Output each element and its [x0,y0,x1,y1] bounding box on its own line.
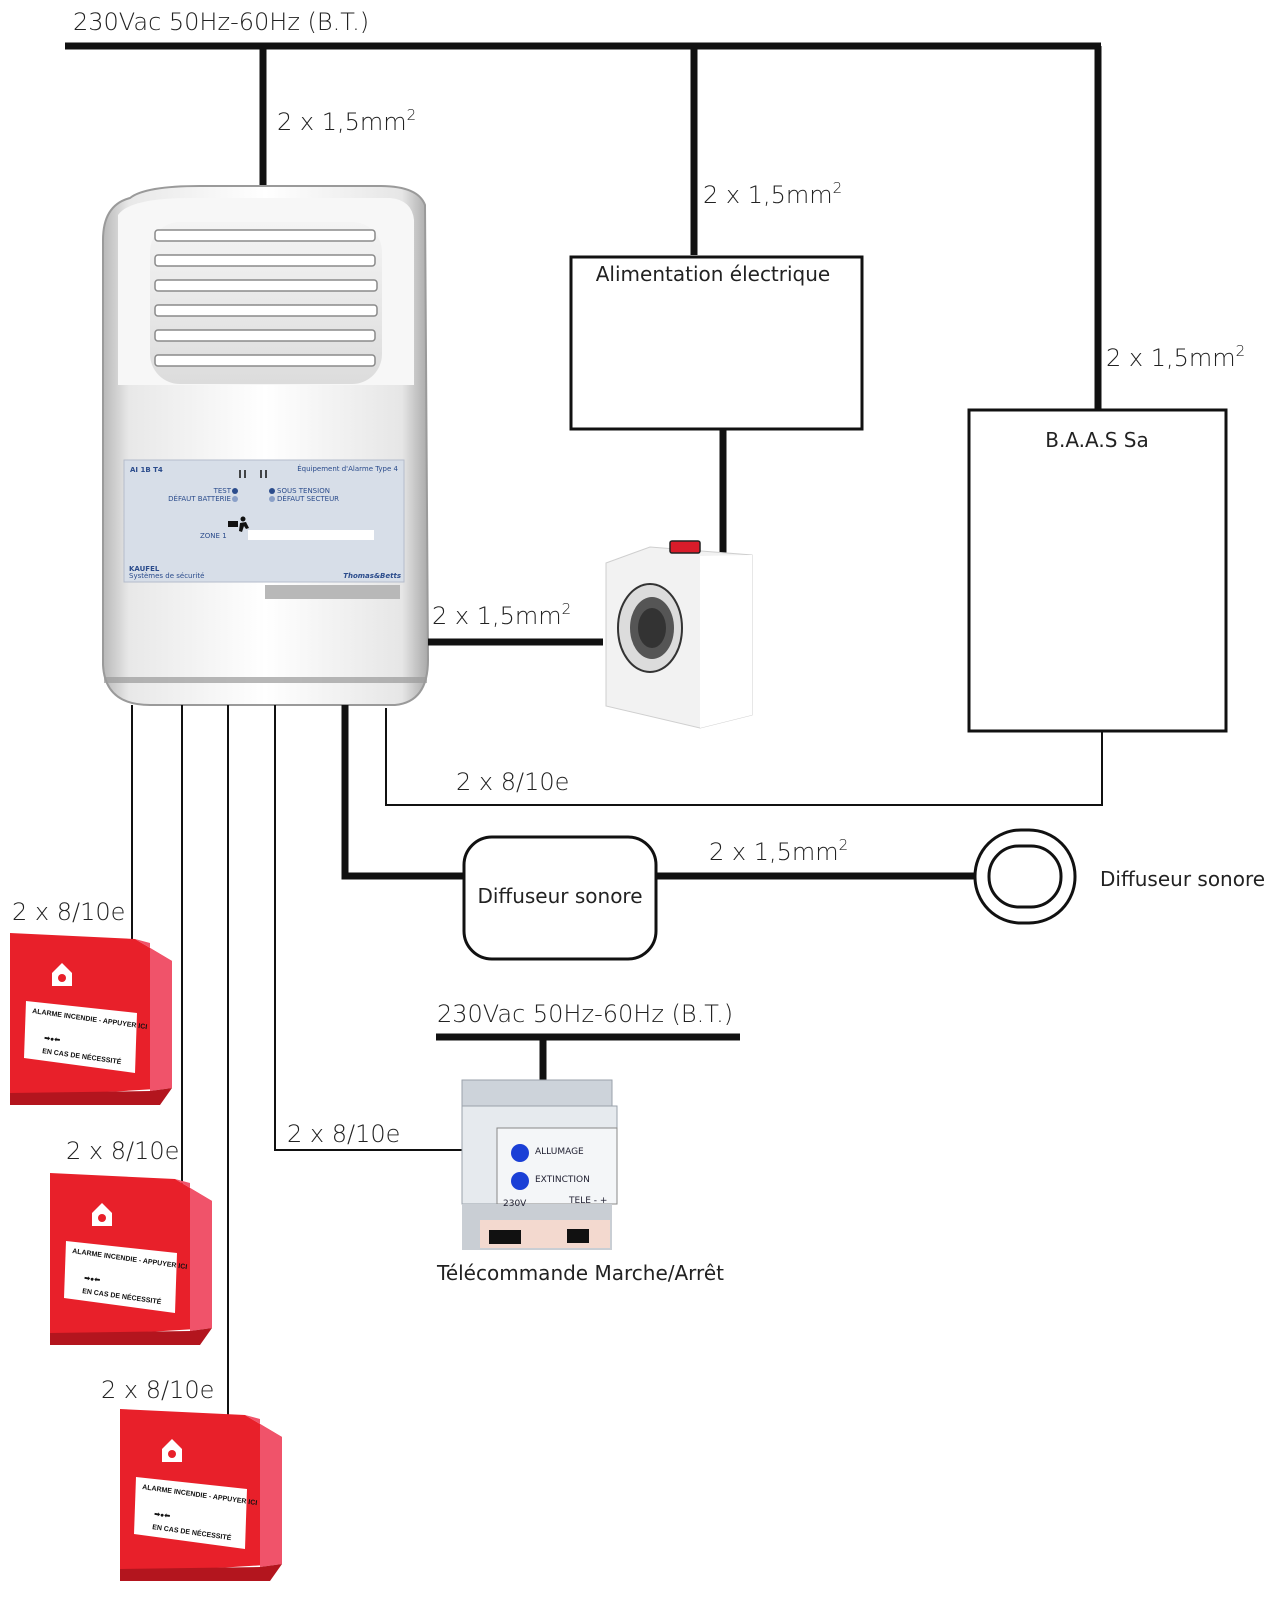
call-point-3: ALARME INCENDIE - APPUYER ICI ➡●⬅ EN CAS… [120,1409,282,1581]
cable-label-panel-supply: 2 x 1,5mm2 [277,106,416,136]
door-magnet [605,540,753,729]
panel-vent [265,585,400,599]
zone-icon [228,516,249,532]
remote-tele: TELE - + [568,1196,607,1206]
remote-off-label: EXTINCTION [535,1175,590,1185]
magnet-test-button [669,540,701,554]
panel-powered: SOUS TENSION [277,487,330,495]
remote-label: Télécommande Marche/Arrêt [436,1261,724,1285]
din-clip-left [489,1230,521,1244]
led-powered [269,488,275,494]
speaker-grill [154,229,378,367]
house-flame-icon [162,1439,182,1462]
panel-faceplate [123,459,405,583]
remote-voltage: 230V [503,1199,527,1209]
panel-type: Équipement d'Alarme Type 4 [297,464,398,473]
cable-label-call-point-3: 2 x 8/10e [101,1376,214,1404]
cable-label-baas: 2 x 1,5mm2 [1106,342,1245,372]
led-mains-fault [269,496,275,502]
remote-control: ALLUMAGE EXTINCTION 230V TELE - + [461,1079,618,1250]
cable-label-call-point-2: 2 x 8/10e [66,1137,179,1165]
power-supply-label: Alimentation électrique [596,262,830,286]
led-extinction [511,1172,529,1190]
cable-label-remote: 2 x 8/10e [287,1120,400,1148]
call-point-1: ALARME INCENDIE - APPUYER ICI ➡●⬅ EN CAS… [10,933,172,1105]
panel-zone: ZONE 1 [200,532,227,540]
sounder-box [462,835,658,961]
cable-label-call-point-1: 2 x 8/10e [12,898,125,926]
panel-test: TEST [213,487,232,495]
svg-text:➡●⬅: ➡●⬅ [154,1511,171,1520]
din-clip-right [567,1229,589,1243]
wire-panel-to-baas [385,708,1103,806]
panel-maker: Thomas&Betts [343,572,401,580]
panel-mains-fault: DÉFAUT SECTEUR [277,494,339,503]
panel-model: AI 1B T4 [130,466,163,474]
cable-label-power-supply: 2 x 1,5mm2 [703,179,842,209]
sounder-box-label: Diffuseur sonore [477,884,642,908]
call-point-2: ALARME INCENDIE - APPUYER ICI ➡●⬅ EN CAS… [50,1173,212,1345]
led-allumage [511,1144,529,1162]
cable-label-baas-return: 2 x 8/10e [456,768,569,796]
zone-label-strip [248,530,374,540]
mains-label-top: 230Vac 50Hz-60Hz (B.T.) [73,8,369,36]
svg-text:2 x 1,5mm2: 2 x 1,5mm2 [703,179,842,209]
wire-panel-to-remote [274,705,466,1151]
svg-text:2 x 1,5mm2: 2 x 1,5mm2 [709,836,848,866]
baas-box [967,408,1228,733]
cable-label-sounders: 2 x 1,5mm2 [709,836,848,866]
sounder-round [973,828,1077,925]
svg-text:2 x 1,5mm2: 2 x 1,5mm2 [432,600,571,630]
svg-text:➡●⬅: ➡●⬅ [84,1275,101,1284]
panel-switches [239,470,267,478]
mains-label-bottom: 230Vac 50Hz-60Hz (B.T.) [437,1000,733,1028]
alarm-panel: AI 1B T4 Équipement d'Alarme Type 4 TEST… [102,185,430,706]
led-test [232,488,238,494]
panel-battery-fault: DÉFAUT BATTERIE [168,494,231,503]
baas-label: B.A.A.S Sa [1045,428,1148,452]
sounder-round-label: Diffuseur sonore [1100,867,1265,891]
svg-text:2 x 1,5mm2: 2 x 1,5mm2 [1106,342,1245,372]
house-flame-icon [92,1203,112,1226]
power-supply-box [569,255,864,431]
svg-text:➡●⬅: ➡●⬅ [44,1035,61,1044]
cable-label-magnet: 2 x 1,5mm2 [432,600,571,630]
svg-text:2 x 1,5mm2: 2 x 1,5mm2 [277,106,416,136]
panel-brand: KAUFEL [129,565,160,573]
house-flame-icon [52,963,72,986]
panel-brand-sub: Systèmes de sécurité [129,572,204,580]
wire-panel-to-sounder [341,705,464,880]
remote-on-label: ALLUMAGE [535,1147,584,1157]
led-battery-fault [232,496,238,502]
